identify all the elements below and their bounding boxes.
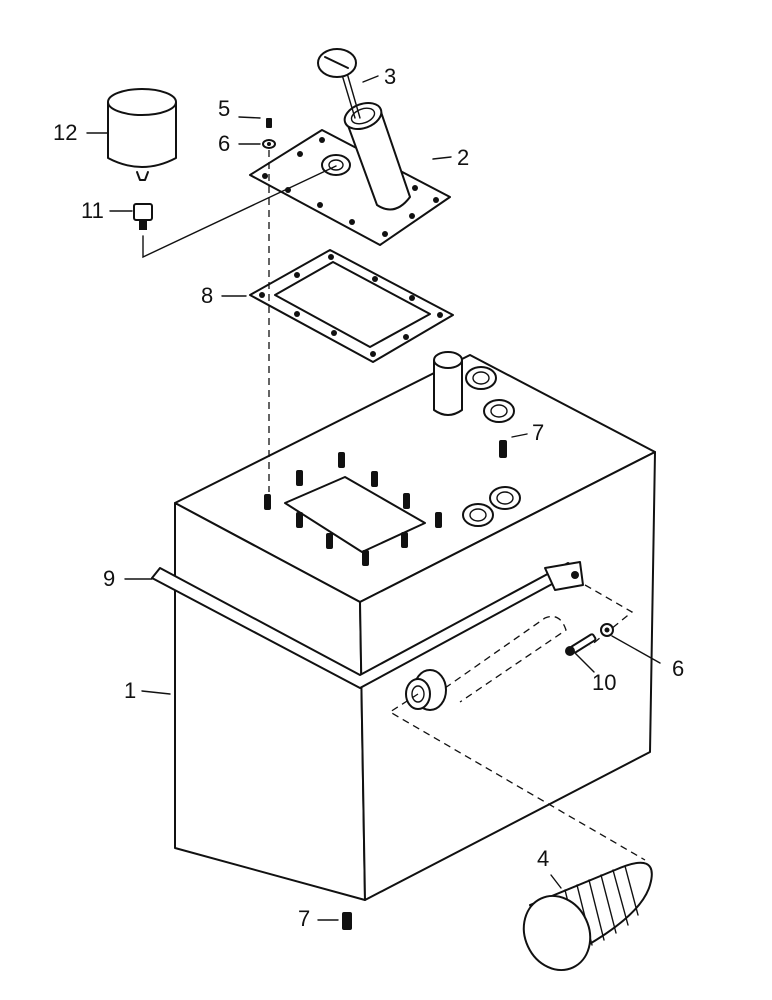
callout-screw-top: 5 [218, 96, 230, 121]
dipstick [317, 48, 361, 119]
bolt-side [565, 633, 597, 656]
fitting [133, 203, 153, 230]
callout-filter-element: 4 [537, 846, 549, 871]
fitting-leader [142, 165, 337, 259]
tank-top-opening [284, 476, 426, 553]
gasket [249, 249, 454, 363]
callout-breather: 12 [53, 120, 77, 145]
tank-bosses [462, 366, 521, 527]
suction-pipe-hidden [444, 615, 567, 703]
callout-gasket: 8 [201, 283, 213, 308]
cover-plate [249, 129, 451, 246]
callout-strap: 9 [103, 566, 115, 591]
callouts: 1 2 3 4 5 6 6 7 7 8 9 10 11 12 [53, 64, 684, 931]
filter-element [522, 861, 653, 971]
stud-top [499, 440, 507, 458]
filler-tube [343, 101, 411, 211]
breather [107, 88, 177, 181]
callout-cover-plate: 2 [457, 145, 469, 170]
callout-washer-top: 6 [218, 131, 230, 156]
callout-drain-plug: 7 [298, 906, 310, 931]
callout-leaders [86, 75, 661, 921]
callout-bolt: 10 [592, 670, 616, 695]
tank-top-studs [264, 452, 442, 566]
screw-top [266, 118, 272, 128]
callout-washer-side: 6 [672, 656, 684, 681]
callout-dipstick: 3 [384, 64, 396, 89]
washer-top [262, 139, 276, 149]
callout-tank: 1 [124, 678, 136, 703]
tank-strap [151, 561, 584, 689]
washer-side [600, 623, 614, 637]
drain-plug [342, 912, 352, 930]
callout-stud-top: 7 [532, 420, 544, 445]
tank-filler-neck [433, 351, 463, 416]
filter-leader [388, 693, 646, 861]
callout-fitting: 11 [81, 198, 104, 223]
